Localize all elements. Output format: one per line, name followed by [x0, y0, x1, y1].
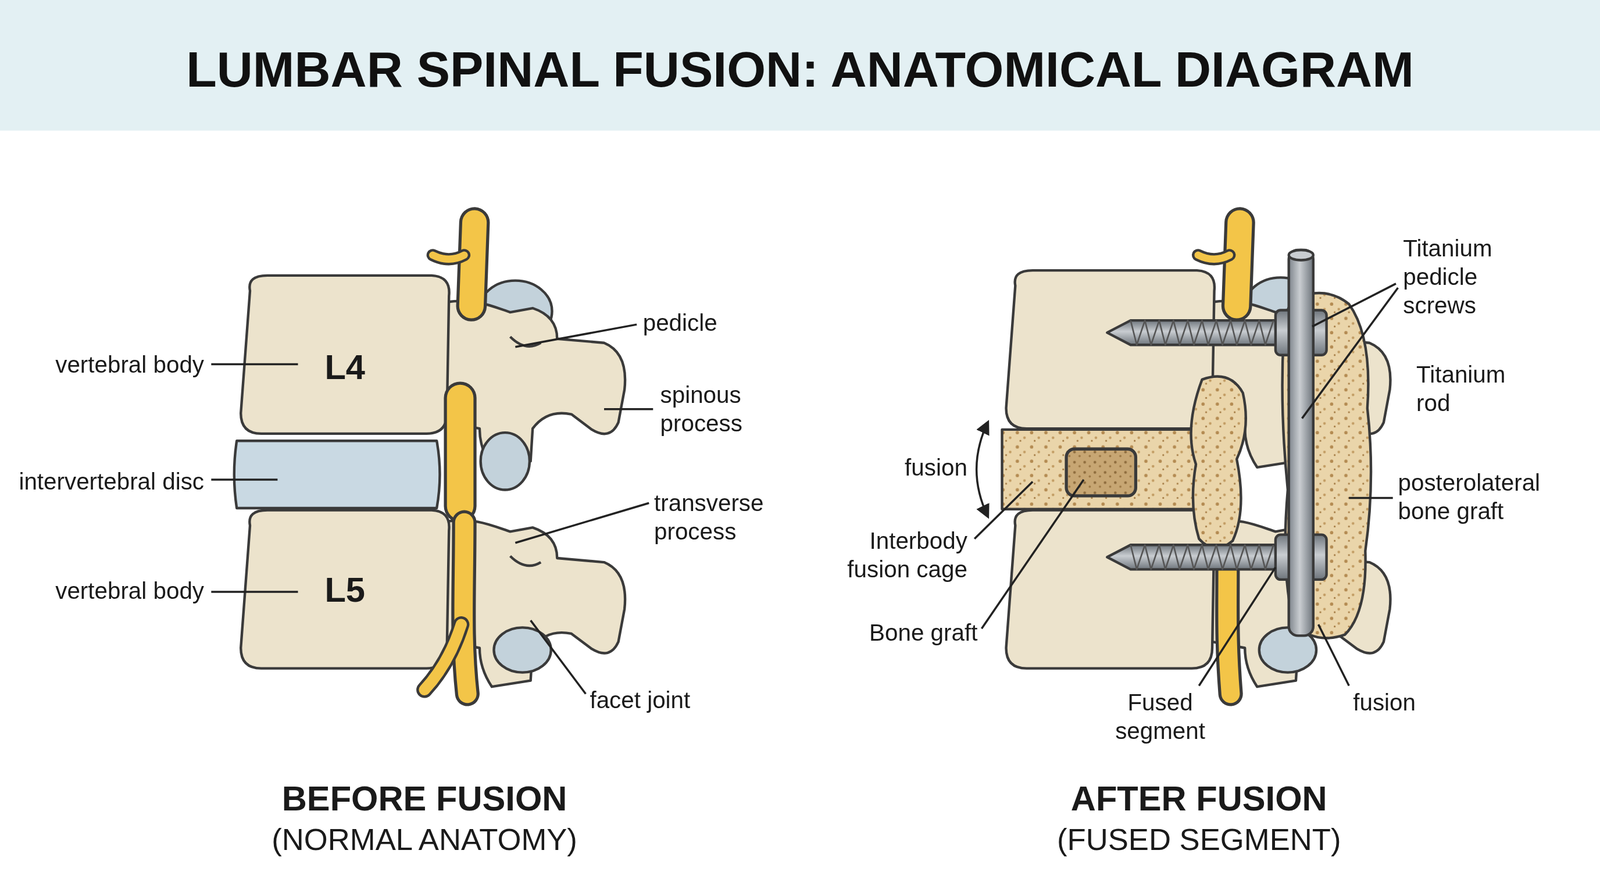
part-label: Interbody fusion cage [818, 526, 968, 584]
part-label: vertebral body [40, 350, 205, 379]
title-band [0, 0, 1600, 131]
part-label: fusion [1352, 687, 1476, 717]
part-label: vertebral body [40, 576, 205, 606]
part-label: transverse process [654, 488, 798, 546]
fused-spine [1002, 222, 1391, 695]
part-label: Titanium pedicle screws [1402, 233, 1518, 320]
part-label: Bone graft [814, 618, 978, 648]
panel-heading: BEFORE FUSION [210, 777, 639, 820]
part-label: intervertebral disc [0, 467, 205, 496]
panel-subheading: (NORMAL ANATOMY) [210, 821, 639, 859]
part-label: spinous process [660, 380, 804, 438]
part-label: facet joint [589, 685, 753, 714]
normal-spine [234, 222, 625, 695]
part-label: fusion [844, 452, 968, 482]
part-label: posterolateral bone graft [1397, 468, 1580, 526]
part-label: Titanium rod [1416, 360, 1531, 418]
vertebra-number: L5 [304, 568, 386, 611]
vertebra-number: L4 [304, 346, 386, 389]
part-label: pedicle [643, 308, 787, 337]
panel-heading: AFTER FUSION [984, 777, 1414, 820]
diagram-title: LUMBAR SPINAL FUSION: ANATOMICAL DIAGRAM [0, 38, 1600, 100]
part-label: Fused segment [1097, 687, 1224, 745]
panel-subheading: (FUSED SEGMENT) [984, 821, 1414, 859]
leader-lines [211, 283, 1398, 695]
